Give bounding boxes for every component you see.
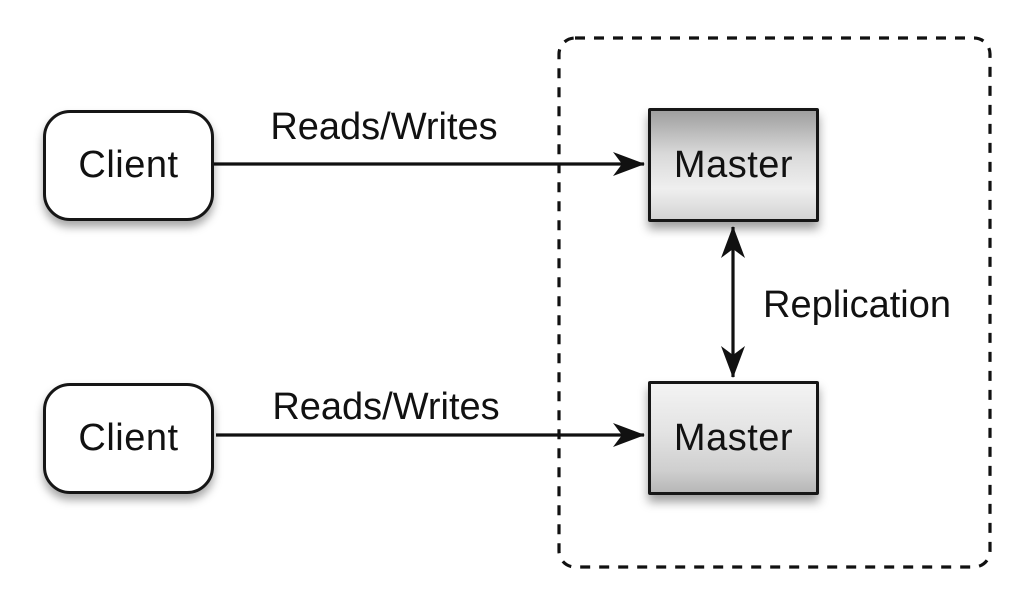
node-client-top-label: Client (78, 144, 179, 186)
node-client-bottom: Client (43, 383, 214, 494)
node-master-bottom-label: Master (673, 416, 794, 459)
replication-group-border (557, 36, 992, 569)
node-client-top: Client (43, 110, 214, 221)
edge-label-reads-writes-top: Reads/Writes (270, 106, 498, 148)
edge-label-reads-writes-bottom: Reads/Writes (272, 386, 500, 428)
edge-label-replication: Replication (763, 284, 951, 326)
node-master-top: Master (648, 108, 819, 222)
node-master-top-label: Master (673, 143, 794, 186)
node-master-bottom: Master (648, 381, 819, 495)
node-client-bottom-label: Client (78, 417, 179, 459)
